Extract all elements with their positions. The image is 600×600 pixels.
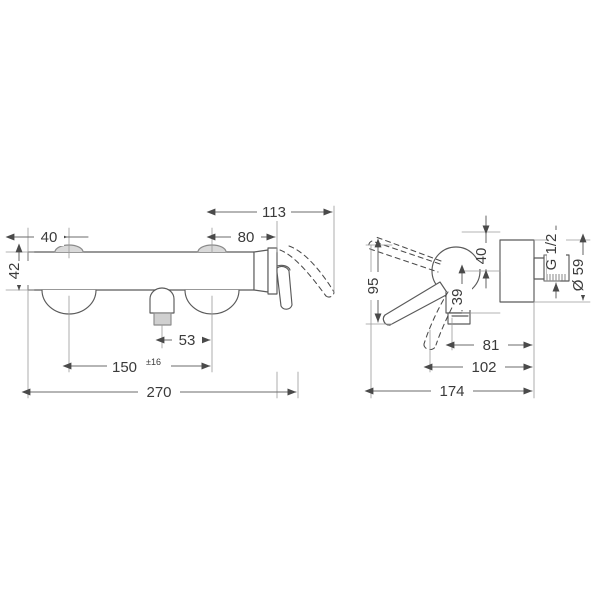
outlet-nozzle-collar bbox=[153, 312, 172, 326]
dim-label-side-40: 40 bbox=[473, 248, 490, 265]
dim-label-150: 150 bbox=[112, 359, 137, 376]
wall-flange bbox=[499, 239, 535, 303]
dim-label-81: 81 bbox=[483, 337, 500, 354]
dim-label-thread-g12: G 1/2 bbox=[543, 234, 560, 271]
dim-label-40: 40 bbox=[41, 229, 58, 246]
dim-label-102: 102 bbox=[471, 359, 496, 376]
dim-label-diameter-59: Ø 59 bbox=[570, 259, 587, 292]
dim-label-174: 174 bbox=[439, 383, 464, 400]
side-lever-tip bbox=[382, 314, 391, 326]
dim-label-53: 53 bbox=[179, 332, 196, 349]
dim-label-80: 80 bbox=[238, 229, 255, 246]
dim-label-113: 113 bbox=[262, 204, 286, 221]
dim-label-side-39: 39 bbox=[449, 289, 466, 306]
side-lever-handle bbox=[382, 281, 449, 326]
handle-hub-plate bbox=[267, 247, 278, 295]
lever-handle-neck bbox=[276, 264, 291, 271]
product-geometry: 113 80 40 42 53 150 ±16 270 95 40 39 Ø 5… bbox=[5, 202, 593, 401]
side-outlet-collar bbox=[447, 312, 471, 325]
dim-label-42: 42 bbox=[6, 263, 23, 280]
side-lever-swing-dashed bbox=[368, 236, 442, 273]
dim-label-150-tolerance: ±16 bbox=[146, 357, 161, 367]
dim-label-95: 95 bbox=[365, 278, 382, 295]
dim-label-270: 270 bbox=[146, 384, 171, 401]
lever-swing-dashed bbox=[279, 245, 335, 298]
nipple-shoulder bbox=[533, 257, 545, 280]
handle-hub bbox=[253, 249, 269, 293]
outlet-nozzle-body bbox=[149, 287, 175, 314]
front-view-geometry bbox=[27, 244, 335, 326]
mixer-body bbox=[27, 251, 255, 291]
lever-handle bbox=[276, 265, 293, 310]
dimension-text: 113 80 40 42 53 150 ±16 270 95 40 39 Ø 5… bbox=[6, 202, 593, 401]
